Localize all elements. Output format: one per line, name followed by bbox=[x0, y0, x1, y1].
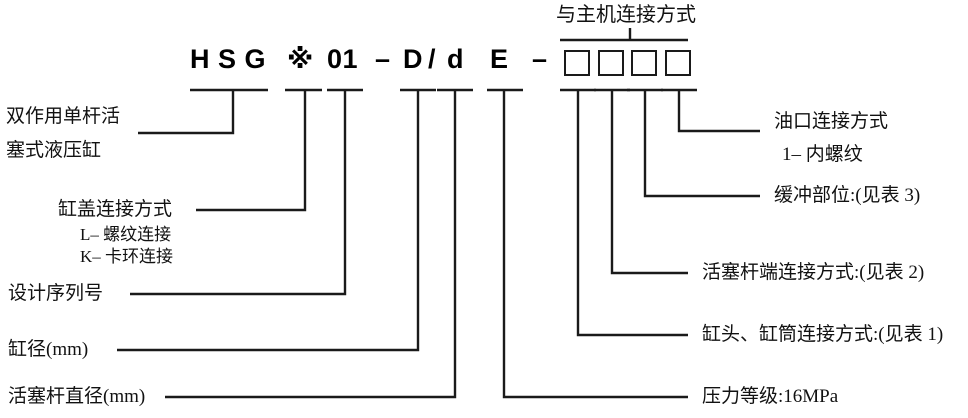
leader-rod-diameter bbox=[165, 90, 457, 399]
code-bore: D bbox=[403, 44, 423, 74]
leader-cushion bbox=[643, 90, 760, 198]
leader-pressure-rating bbox=[502, 90, 688, 399]
option-box-rod-end[interactable] bbox=[598, 50, 624, 76]
callout-design-serial: 设计序列号 bbox=[8, 283, 104, 304]
heading-host-connection: 与主机连接方式 bbox=[556, 4, 696, 26]
leader-port-connection bbox=[677, 90, 760, 133]
code-design-serial: 01 bbox=[327, 44, 359, 74]
callout-rod-diameter: 活塞杆直径(mm) bbox=[8, 386, 146, 407]
callout-pressure-rating: 压力等级:16MPa bbox=[702, 386, 839, 407]
callout-port-connection-option-1: 1– 内螺纹 bbox=[782, 144, 863, 165]
callout-cap-connection-option-1: L– 螺纹连接 bbox=[80, 225, 172, 244]
callout-port-connection-title: 油口连接方式 bbox=[774, 111, 889, 132]
leader-rod-end bbox=[610, 90, 688, 275]
code-rod: d bbox=[447, 44, 464, 74]
callout-head-barrel-connection: 缸头、缸筒连接方式:(见表 1) bbox=[702, 324, 944, 345]
leader-cap-connection bbox=[196, 90, 307, 212]
option-box-head-barrel[interactable] bbox=[564, 50, 590, 76]
code-reference-mark: ※ bbox=[287, 44, 314, 74]
callout-series-name-line2: 塞式液压缸 bbox=[6, 140, 102, 161]
code-dash-1: – bbox=[375, 44, 391, 74]
code-pressure: E bbox=[490, 44, 509, 74]
option-box-port[interactable] bbox=[665, 50, 691, 76]
code-dash-2: – bbox=[532, 44, 548, 74]
callout-cushion-position: 缓冲部位:(见表 3) bbox=[774, 185, 921, 206]
option-box-cushion[interactable] bbox=[631, 50, 657, 76]
callout-rod-end-connection: 活塞杆端连接方式:(见表 2) bbox=[702, 262, 925, 283]
leader-series bbox=[138, 90, 235, 135]
callout-cap-connection-option-2: K– 卡环连接 bbox=[80, 247, 174, 266]
code-slash: / bbox=[428, 44, 437, 74]
callout-series-name-line1: 双作用单杆活 bbox=[6, 106, 121, 127]
callout-bore-diameter: 缸径(mm) bbox=[8, 339, 89, 360]
leader-head-barrel bbox=[576, 90, 688, 337]
callout-cap-connection-title: 缸盖连接方式 bbox=[58, 199, 173, 220]
code-series: H S G bbox=[190, 44, 267, 74]
